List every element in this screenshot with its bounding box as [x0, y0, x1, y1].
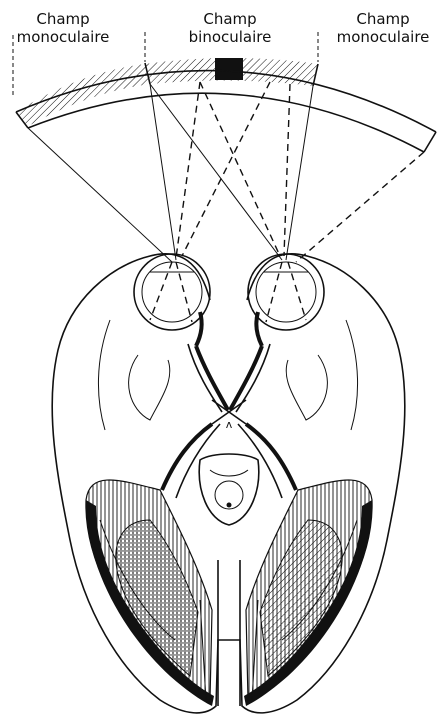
label-binocular-field: Champ binoculaire — [189, 10, 272, 46]
right-optic-radiation — [244, 480, 372, 706]
label-right-line1: Champ — [356, 10, 409, 28]
label-right-monocular-field: Champ monoculaire — [337, 10, 430, 46]
right-eye — [248, 254, 324, 346]
left-eye — [134, 254, 210, 346]
optic-pathways: ʌ — [162, 344, 296, 525]
label-left-monocular-field: Champ monoculaire — [17, 10, 110, 46]
label-left-line2: monoculaire — [17, 28, 110, 46]
label-left-line1: Champ — [36, 10, 89, 28]
fixation-point — [215, 58, 243, 80]
left-optic-radiation — [86, 480, 214, 706]
label-right-line2: monoculaire — [337, 28, 430, 46]
svg-text:ʌ: ʌ — [226, 418, 233, 431]
label-center-line1: Champ — [203, 10, 256, 28]
label-center-line2: binoculaire — [189, 28, 272, 46]
